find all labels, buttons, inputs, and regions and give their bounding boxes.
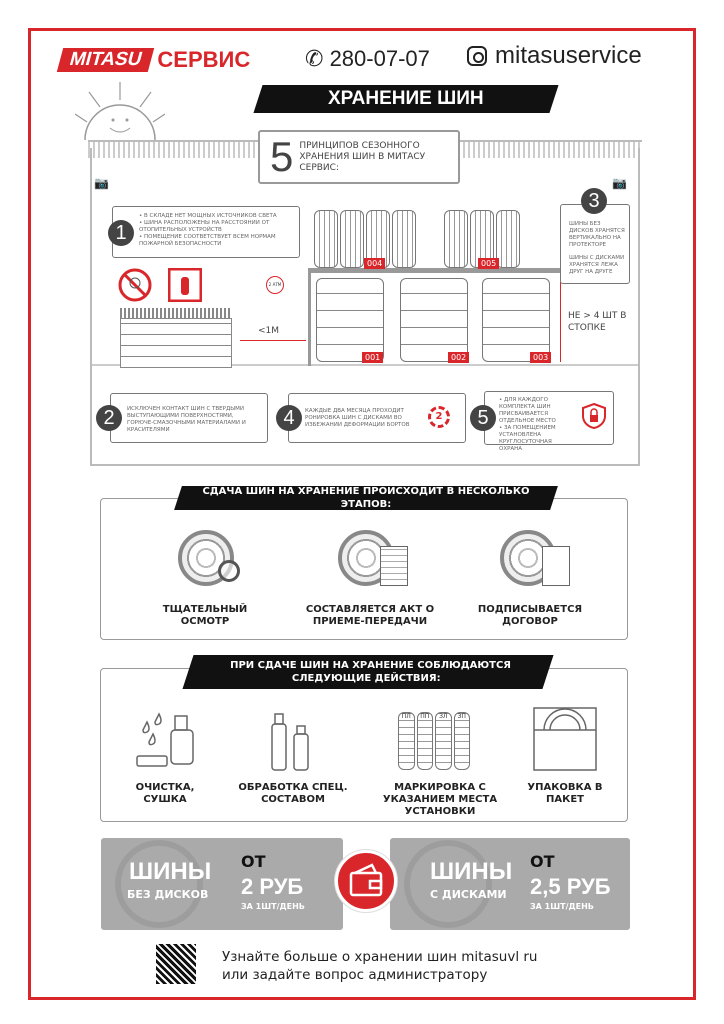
tire <box>444 210 468 268</box>
storage-tag: 002 <box>448 352 470 363</box>
camera-icon: 📷 <box>94 176 109 190</box>
actions-panel <box>100 668 628 822</box>
stage-label: ПОДПИСЫВАЕТСЯ ДОГОВОР <box>477 604 583 627</box>
number-badge: 4 <box>276 405 302 431</box>
rotation-icon: 2 <box>428 406 450 428</box>
number-badge: 5 <box>470 405 496 431</box>
mark-tag: ПП <box>416 712 433 770</box>
price-from: ОТ <box>241 852 266 871</box>
tire-watermark-icon <box>404 840 492 928</box>
tire <box>314 210 338 268</box>
storage-tag: 005 <box>478 258 500 269</box>
stack-limit-label: НЕ > 4 ШТ В СТОПКЕ <box>568 311 627 333</box>
footer-text: Узнайте больше о хранении шин mitasuvl r… <box>222 948 537 984</box>
price-unit: ЗА 1ШТ/ДЕНЬ <box>530 902 594 911</box>
poster-frame <box>28 28 696 1000</box>
principle-4: КАЖДЫЕ ДВА МЕСЯЦА ПРОХОДИТ РОНИРОВКА ШИН… <box>288 393 466 443</box>
footer-line-1: Узнайте больше о хранении шин mitasuvl r… <box>222 949 538 965</box>
logo: MITASU СЕРВИС <box>56 47 251 73</box>
stages-title: СДАЧА ШИН НА ХРАНЕНИЕ ПРОИСХОДИТ В НЕСКО… <box>174 486 558 510</box>
number-badge: 3 <box>581 188 607 214</box>
phone-number: 280-07-07 <box>329 46 430 71</box>
tire-stack <box>316 278 384 362</box>
wallet-icon <box>335 850 397 912</box>
instagram[interactable]: mitasuservice <box>467 42 642 70</box>
price-subtitle: С ДИСКАМИ <box>430 888 507 901</box>
price-from: ОТ <box>530 852 555 871</box>
rack-post <box>308 268 311 366</box>
tire <box>392 210 416 268</box>
tire-watermark-icon <box>115 840 203 928</box>
cleaning-icon <box>136 712 194 767</box>
action-label: УПАКОВКА В ПАКЕТ <box>527 782 603 805</box>
number-badge: 2 <box>96 405 122 431</box>
distance-label: <1М <box>258 326 280 336</box>
rack-shelf <box>308 268 592 273</box>
principle-2: ИСКЛЮЧЕН КОНТАКТ ШИН С ТВЕРДЫМИ ВЫСТУПАЮ… <box>110 393 268 443</box>
mark-tag: ПЛ <box>398 712 415 770</box>
warehouse <box>90 148 640 466</box>
action-label: МАРКИРОВКА С УКАЗАНИЕМ МЕСТА УСТАНОВКИ <box>382 782 498 817</box>
distance-arrow <box>240 340 306 341</box>
phone[interactable]: ✆ 280-07-07 <box>305 46 430 72</box>
action-label: ОЧИСТКА, СУШКА <box>135 782 195 805</box>
radiator-fins <box>120 308 232 318</box>
pressure-gauge-icon: 2 АТМ <box>266 276 284 294</box>
principle-3: ШИНЫ БЕЗ ДИСКОВ ХРАНЯТСЯ ВЕРТИКАЛЬНО НА … <box>560 204 630 284</box>
tire-stack <box>400 278 468 362</box>
qr-code[interactable] <box>156 944 196 984</box>
price-card-without-rims: ШИНЫ БЕЗ ДИСКОВ ОТ 2 РУБ ЗА 1ШТ/ДЕНЬ <box>101 838 343 930</box>
warehouse-floor <box>92 364 638 366</box>
magnifier-icon <box>218 560 240 582</box>
no-light-icon <box>118 268 152 302</box>
contract-document-icon <box>542 546 570 586</box>
package-icon <box>533 707 597 771</box>
storage-tag: 001 <box>362 352 384 363</box>
marked-tires-icon: ПЛ ПП ЗЛ ЗП <box>398 712 470 770</box>
footer-line-2: или задайте вопрос администратору <box>222 967 488 983</box>
storage-tag: 004 <box>364 258 386 269</box>
spray-icon <box>271 713 309 771</box>
security-shield-icon <box>582 403 606 429</box>
tire <box>496 210 520 268</box>
tire <box>340 210 364 268</box>
sun-icon <box>75 82 165 140</box>
instagram-icon <box>467 46 487 66</box>
number-badge: 1 <box>108 220 134 246</box>
mark-tag: ЗП <box>453 712 470 770</box>
principle-1: • В СКЛАДЕ НЕТ МОЩНЫХ ИСТОЧНИКОВ СВЕТА• … <box>112 206 300 258</box>
radiator <box>120 318 232 368</box>
price-subtitle: БЕЗ ДИСКОВ <box>127 888 209 901</box>
action-label: ОБРАБОТКА СПЕЦ. СОСТАВОМ <box>238 782 348 805</box>
logo-service: СЕРВИС <box>157 47 251 72</box>
logo-mitasu: MITASU <box>56 48 155 72</box>
phone-icon: ✆ <box>305 46 324 71</box>
height-arrow <box>560 282 561 362</box>
camera-icon: 📷 <box>612 176 627 190</box>
stage-label: СОСТАВЛЯЕТСЯ АКТ О ПРИЕМЕ-ПЕРЕДАЧИ <box>305 604 435 627</box>
price-title: ШИНЫ <box>430 858 513 885</box>
price-value: 2 РУБ <box>241 874 304 899</box>
instagram-handle: mitasuservice <box>495 42 642 69</box>
page-title: ХРАНЕНИЕ ШИН <box>253 85 559 113</box>
storage-tag: 003 <box>530 352 552 363</box>
stage-label: ТЩАТЕЛЬНЫЙ ОСМОТР <box>162 604 248 627</box>
principles-header: 5 ПРИНЦИПОВ СЕЗОННОГО ХРАНЕНИЯ ШИН В МИТ… <box>258 130 460 184</box>
document-icon <box>380 546 408 586</box>
tire-stack <box>482 278 550 362</box>
price-value: 2,5 РУБ <box>530 874 611 899</box>
fire-extinguisher-icon <box>168 268 202 302</box>
mark-tag: ЗЛ <box>435 712 452 770</box>
price-unit: ЗА 1ШТ/ДЕНЬ <box>241 902 305 911</box>
price-card-with-rims: ШИНЫ С ДИСКАМИ ОТ 2,5 РУБ ЗА 1ШТ/ДЕНЬ <box>390 838 630 930</box>
price-title: ШИНЫ <box>129 858 212 885</box>
